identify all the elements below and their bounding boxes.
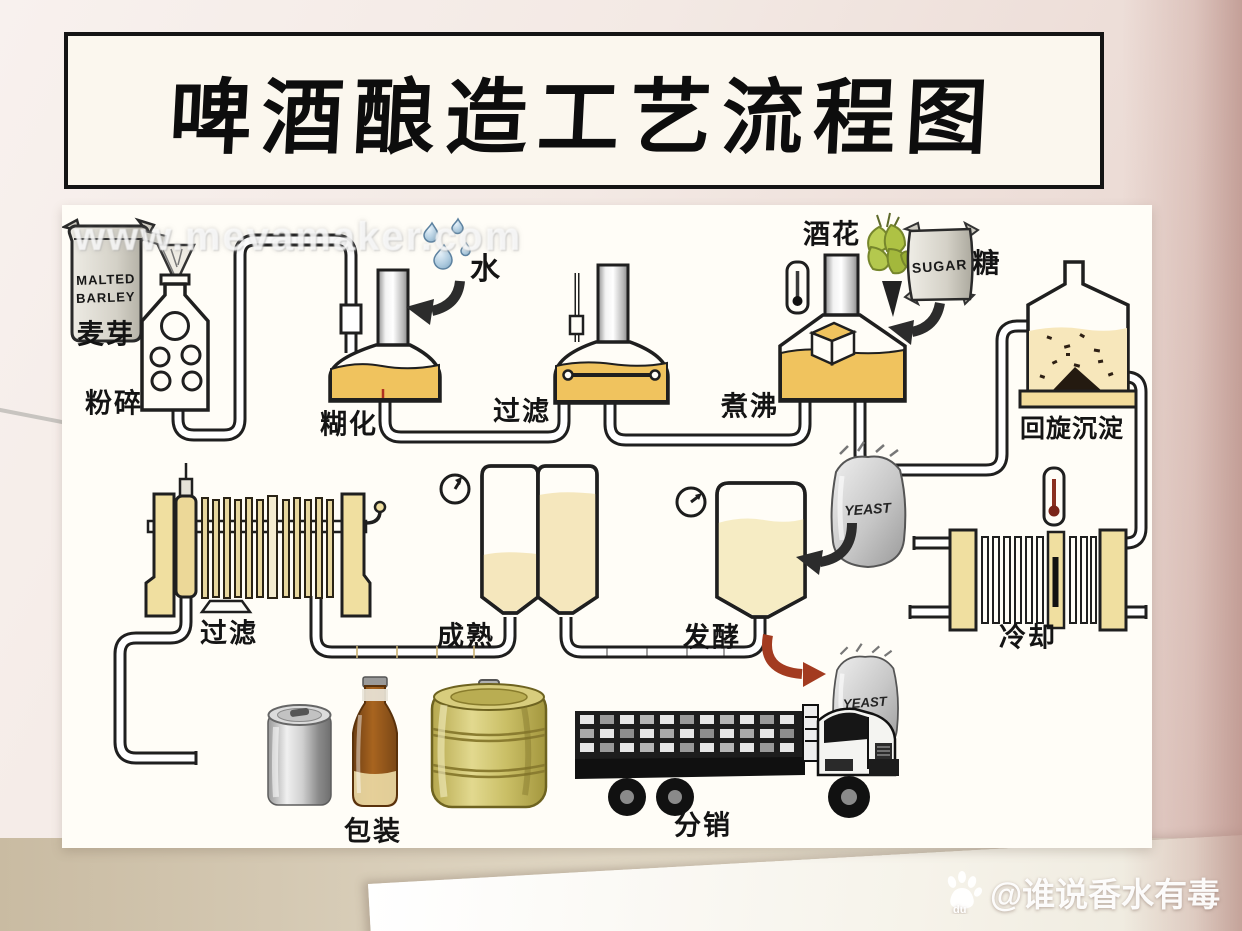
mash-chimney — [376, 268, 410, 349]
truck-windshield — [824, 712, 868, 743]
press-end-left — [144, 492, 176, 618]
label-filter: 过滤 — [200, 618, 258, 649]
diagram-paper: MALTED BARLEY — [60, 205, 1152, 848]
label-package: 包装 — [344, 816, 402, 847]
mature-beer-right — [539, 492, 596, 611]
label-whirlpool: 回旋沉淀 — [1019, 415, 1125, 443]
pipe-coupling — [339, 303, 363, 335]
yeast-arrow-out — [762, 634, 826, 687]
cooler-plates — [981, 530, 1097, 630]
grinder — [140, 273, 210, 412]
label-mash: 糊化 — [320, 409, 378, 440]
label-hops: 酒花 — [803, 219, 861, 250]
mature-beer-left — [483, 552, 537, 611]
malt-sack-text-1: MALTED — [76, 271, 136, 288]
press-end-right — [340, 492, 372, 618]
boil-neck — [823, 253, 860, 317]
pipe-ferment-to-mature — [559, 613, 767, 659]
lauter-tun — [553, 263, 670, 405]
lauter-gauge — [568, 314, 585, 336]
page-title: 啤酒酿造工艺流程图 — [167, 70, 1001, 166]
fermenter — [715, 481, 807, 619]
whirlpool-wort — [1029, 327, 1127, 392]
press-feed-cylinder — [174, 494, 198, 599]
beer-keg — [430, 679, 548, 809]
filter-press — [144, 463, 387, 618]
label-boil: 煮沸 — [721, 391, 779, 422]
pipe-whirlpool-to-cooler — [1114, 370, 1148, 550]
truck-bumper — [869, 759, 899, 776]
yeast-bag-in-text: YEAST — [844, 499, 893, 518]
sugar-bag: SUGAR — [902, 220, 980, 307]
whirlpool-base — [1018, 389, 1138, 409]
label-cool: 冷却 — [999, 622, 1057, 653]
beer-can — [267, 704, 332, 806]
water-arrow — [406, 280, 465, 325]
sugar-bag-text: SUGAR — [911, 256, 968, 276]
press-crank — [373, 500, 387, 514]
label-sugar: 糖 — [972, 248, 1002, 279]
bottle-label — [362, 689, 388, 701]
pipe-grinder-to-mash — [171, 233, 363, 442]
brewing-flow-svg: MALTED BARLEY — [60, 212, 1148, 818]
hop-scoop-icon — [882, 281, 902, 317]
yeast-bag-in: YEAST — [830, 441, 907, 569]
timer-icon-fermenter — [675, 486, 707, 518]
maturation-tanks — [480, 464, 599, 615]
baidu-paw-icon: du — [947, 871, 983, 914]
grain-funnel — [143, 229, 196, 281]
truck-cargo-crates — [580, 715, 794, 752]
yeast-arrow-in — [796, 522, 857, 575]
truck-bed — [575, 757, 805, 779]
label-mature: 成熟 — [437, 621, 495, 652]
malt-sack-text-2: BARLEY — [76, 289, 136, 306]
credit-watermark: du @谁说香水有毒 — [942, 868, 1220, 916]
whirlpool-vessel — [1018, 260, 1138, 409]
label-crush: 粉碎 — [85, 388, 143, 419]
fermenter-beer — [718, 518, 804, 615]
mash-wort — [330, 363, 440, 400]
pipe-lauter-to-boil — [603, 398, 812, 447]
drip-tray — [199, 599, 253, 614]
label-distribute: 分销 — [674, 810, 732, 841]
trub-mound — [1052, 367, 1102, 391]
mash-tun — [328, 268, 442, 403]
label-ferment: 发酵 — [683, 622, 741, 653]
hop-port-cube — [808, 321, 858, 366]
boil-kettle — [778, 253, 907, 403]
grinder-wheel — [160, 311, 190, 341]
beer-bottle — [352, 676, 398, 807]
label-malt: 麦芽 — [77, 319, 135, 350]
timer-icon-maturation — [439, 473, 471, 505]
pencil-streak — [0, 406, 70, 426]
pipe-filter-output — [113, 593, 198, 765]
lauter-chimney — [596, 263, 630, 346]
pipe-mash-to-lauter — [378, 397, 571, 444]
can-tab — [290, 708, 310, 717]
title-box: 啤酒酿造工艺流程图 — [64, 32, 1104, 189]
label-water: 水 — [470, 253, 502, 286]
malt-sack: MALTED BARLEY — [60, 217, 156, 343]
baidu-du-text: du — [953, 904, 966, 914]
pipe-mature-to-filter — [309, 596, 517, 659]
water-drops-icon — [423, 217, 471, 270]
lauter-wort — [555, 361, 668, 402]
press-plates — [201, 495, 334, 599]
hop-cone-icon — [867, 212, 916, 275]
yeast-bag-out-text: YEAST — [842, 694, 888, 712]
label-lauter: 过滤 — [493, 396, 551, 427]
pipes — [113, 233, 1148, 765]
delivery-truck — [575, 704, 899, 818]
cooler — [948, 466, 1128, 632]
credit-handle: @谁说香水有毒 — [990, 876, 1221, 913]
bottle-beer — [354, 771, 396, 805]
truck-headboard — [802, 704, 819, 762]
sugar-arrow — [888, 301, 945, 345]
